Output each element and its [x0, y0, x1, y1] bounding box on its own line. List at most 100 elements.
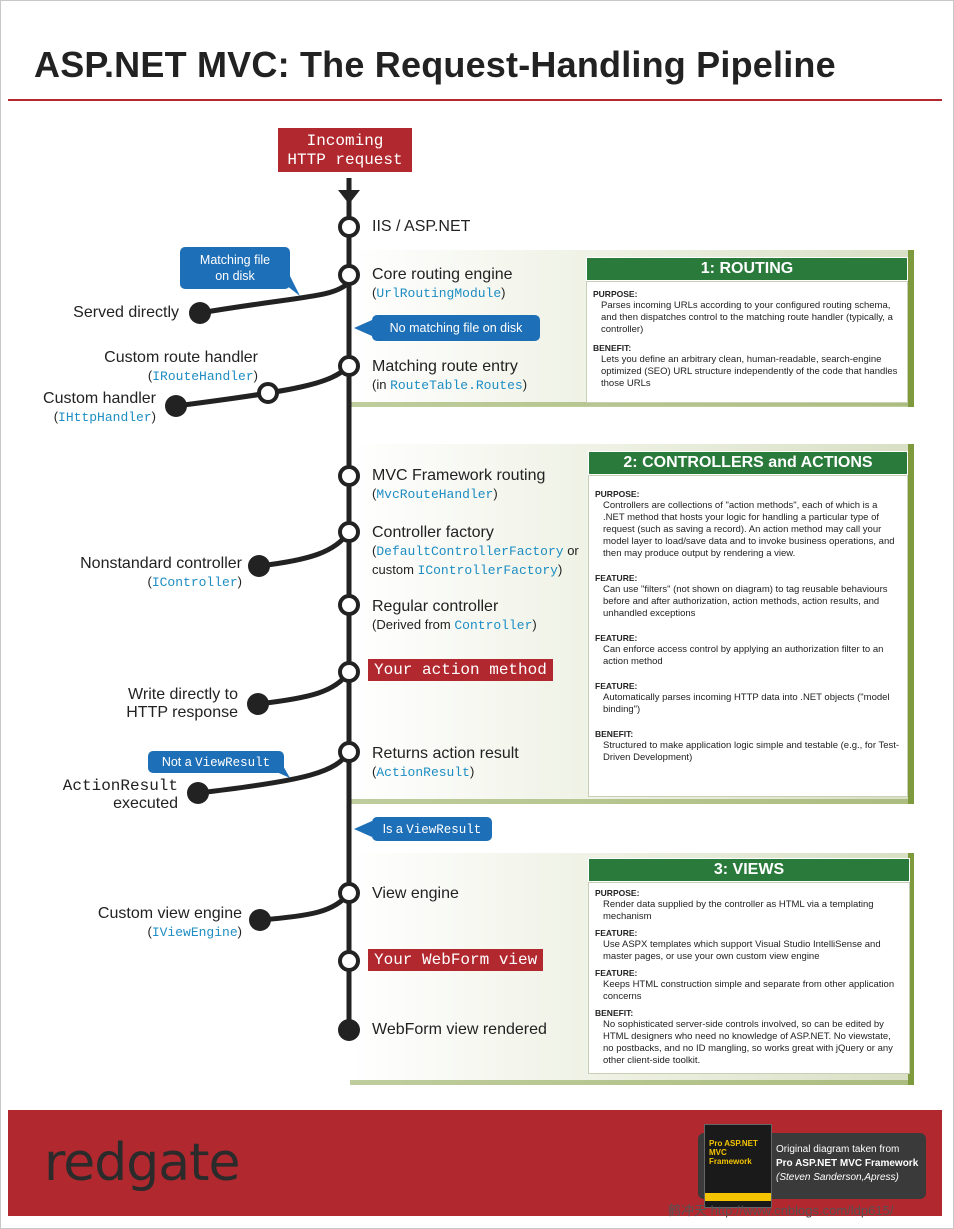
- credit-line1: Original diagram taken from: [776, 1144, 900, 1155]
- label-controller-factory-group: Controller factory (DefaultControllerFac…: [372, 524, 579, 578]
- credit-line3: (Steven Sanderson,Apress): [776, 1172, 899, 1183]
- label-custom-route-handler: Custom route handler: [104, 349, 258, 366]
- is-viewresult-type: ViewResult: [406, 823, 482, 837]
- type-actionresult-branch: ActionResult: [62, 777, 178, 795]
- title-rule: [8, 99, 942, 101]
- book-cover: Pro ASP.NET MVC Framework: [704, 1124, 772, 1208]
- not-viewresult-type: ViewResult: [195, 756, 271, 770]
- word-custom: custom: [372, 562, 414, 577]
- controllers-feature2-text: Can enforce access control by applying a…: [603, 644, 884, 667]
- watermark: 鹤冲天 http://www.cnblogs.com/ldp615/: [668, 1203, 894, 1218]
- credit-text: Original diagram taken from Pro ASP.NET …: [776, 1143, 918, 1185]
- label-iis: IIS / ASP.NET: [372, 218, 471, 235]
- type-ihttphandler: IHttpHandler: [58, 410, 152, 425]
- book-title: Pro ASP.NET MVC Framework: [709, 1139, 758, 1166]
- branch-write-directly: [257, 670, 352, 707]
- type-iroutehandler: IRouteHandler: [152, 369, 254, 384]
- type-icontrollerfactory: IControllerFactory: [417, 563, 558, 578]
- panel-controllers-heading: 2: CONTROLLERS and ACTIONS: [588, 451, 908, 475]
- credit-line2: Pro ASP.NET MVC Framework: [776, 1158, 919, 1169]
- branch-nonstandard-controller: [258, 530, 352, 569]
- node-rendered: [338, 1019, 360, 1041]
- type-actionresult: ActionResult: [376, 765, 470, 780]
- end-custom-view-engine: [249, 909, 271, 931]
- label-matching-route: Matching route entry: [372, 358, 518, 375]
- routing-benefit-text: Lets you define an arbitrary clean, huma…: [601, 354, 898, 389]
- type-routetable: RouteTable.Routes: [390, 378, 523, 393]
- label-custom-view-engine-group: Custom view engine (IViewEngine): [97, 905, 242, 940]
- no-match-pointer: [354, 320, 372, 336]
- label-view-engine: View engine: [372, 885, 459, 902]
- controllers-benefit-label: BENEFIT:: [595, 729, 634, 739]
- label-core-routing-group: Core routing engine (UrlRoutingModule): [372, 266, 513, 301]
- page-title: ASP.NET MVC: The Request-Handling Pipeli…: [34, 44, 836, 85]
- arrowhead-icon: [338, 190, 360, 204]
- label-write-directly-1: Write directly to: [128, 686, 238, 703]
- panel-routing: PURPOSE: Parses incoming URLs according …: [586, 281, 908, 403]
- end-actionresult-executed: [187, 782, 209, 804]
- branch-served-directly: [199, 280, 351, 316]
- label-custom-handler: Custom handler: [43, 390, 156, 407]
- label-mvc-routing: MVC Framework routing: [372, 467, 546, 484]
- routing-benefit-label: BENEFIT:: [593, 343, 632, 353]
- node-iis: [338, 216, 360, 238]
- label-returns-result: Returns action result: [372, 745, 519, 762]
- views-benefit-label: BENEFIT:: [595, 1008, 634, 1018]
- label-custom-handler-group: Custom handler (IHttpHandler): [43, 390, 156, 425]
- type-controller: Controller: [454, 618, 533, 633]
- views-feature2-label: FEATURE:: [595, 968, 638, 978]
- label-custom-view-engine: Custom view engine: [97, 905, 242, 922]
- matching-route-prefix: (in: [372, 377, 391, 392]
- node-webform-view: [338, 950, 360, 972]
- is-viewresult-pointer: [354, 821, 372, 837]
- branch-custom-view-engine: [259, 891, 352, 923]
- is-viewresult-text: Is a: [382, 822, 407, 836]
- routing-purpose-text: Parses incoming URLs according to your c…: [601, 300, 893, 335]
- label-controller-factory: Controller factory: [372, 524, 494, 541]
- node-regular-controller: [338, 594, 360, 616]
- tag-no-matching-file: No matching file on disk: [372, 315, 540, 341]
- node-core-routing: [338, 264, 360, 286]
- node-view-engine: [338, 882, 360, 904]
- views-purpose-label: PURPOSE:: [595, 888, 640, 898]
- redgate-logo: redgate: [44, 1133, 240, 1193]
- incoming-line2: HTTP request: [287, 151, 403, 169]
- controllers-feature1-label: FEATURE:: [595, 573, 638, 583]
- panel-controllers: PURPOSE: Controllers are collections of …: [588, 475, 908, 797]
- tag-matching-file-2: on disk: [215, 269, 255, 283]
- incoming-line1: Incoming: [306, 132, 384, 150]
- controllers-feature3-text: Automatically parses incoming HTTP data …: [603, 692, 890, 715]
- panel-views-heading: 3: VIEWS: [588, 858, 910, 882]
- label-write-directly-group: Write directly to HTTP response: [126, 686, 238, 722]
- end-custom-handler: [165, 395, 187, 417]
- webform-view-box: Your WebForm view: [368, 949, 544, 971]
- label-custom-route-handler-group: Custom route handler (IRouteHandler): [104, 349, 258, 384]
- label-regular-controller-group: Regular controller (Derived from Control…: [372, 598, 537, 633]
- label-mvc-routing-group: MVC Framework routing (MvcRouteHandler): [372, 467, 546, 502]
- type-icontroller: IController: [151, 575, 238, 590]
- controllers-feature2-label: FEATURE:: [595, 633, 638, 643]
- label-nonstandard-controller-group: Nonstandard controller (IController): [80, 555, 242, 590]
- views-feature1-label: FEATURE:: [595, 928, 638, 938]
- label-nonstandard-controller: Nonstandard controller: [80, 555, 242, 572]
- regular-controller-prefix: (Derived from: [372, 617, 455, 632]
- routing-purpose-label: PURPOSE:: [593, 289, 638, 299]
- node-returns-result: [338, 741, 360, 763]
- end-nonstandard-controller: [248, 555, 270, 577]
- node-action-method: [338, 661, 360, 683]
- type-mvcroutehandler: MvcRouteHandler: [376, 487, 494, 502]
- word-or: or: [567, 543, 579, 558]
- node-matching-route: [338, 355, 360, 377]
- type-defaultcontrollerfactory: DefaultControllerFactory: [376, 544, 564, 559]
- incoming-request-box: Incoming HTTP request: [278, 128, 412, 172]
- controllers-purpose-text: Controllers are collections of "action m…: [603, 500, 895, 559]
- controllers-purpose-label: PURPOSE:: [595, 489, 640, 499]
- views-feature2-text: Keeps HTML construction simple and separ…: [603, 979, 895, 1002]
- label-write-directly-2: HTTP response: [126, 704, 238, 721]
- tag-matching-file: Matching file on disk: [180, 247, 290, 289]
- controllers-benefit-text: Structured to make application logic sim…: [603, 740, 900, 763]
- controllers-feature1-text: Can use "filters" (not shown on diagram)…: [603, 584, 888, 619]
- tag-is-viewresult: Is a ViewResult: [372, 817, 492, 841]
- label-actionresult-executed-group: ActionResult executed: [63, 777, 178, 813]
- views-benefit-text: No sophisticated server-side controls in…: [603, 1019, 893, 1066]
